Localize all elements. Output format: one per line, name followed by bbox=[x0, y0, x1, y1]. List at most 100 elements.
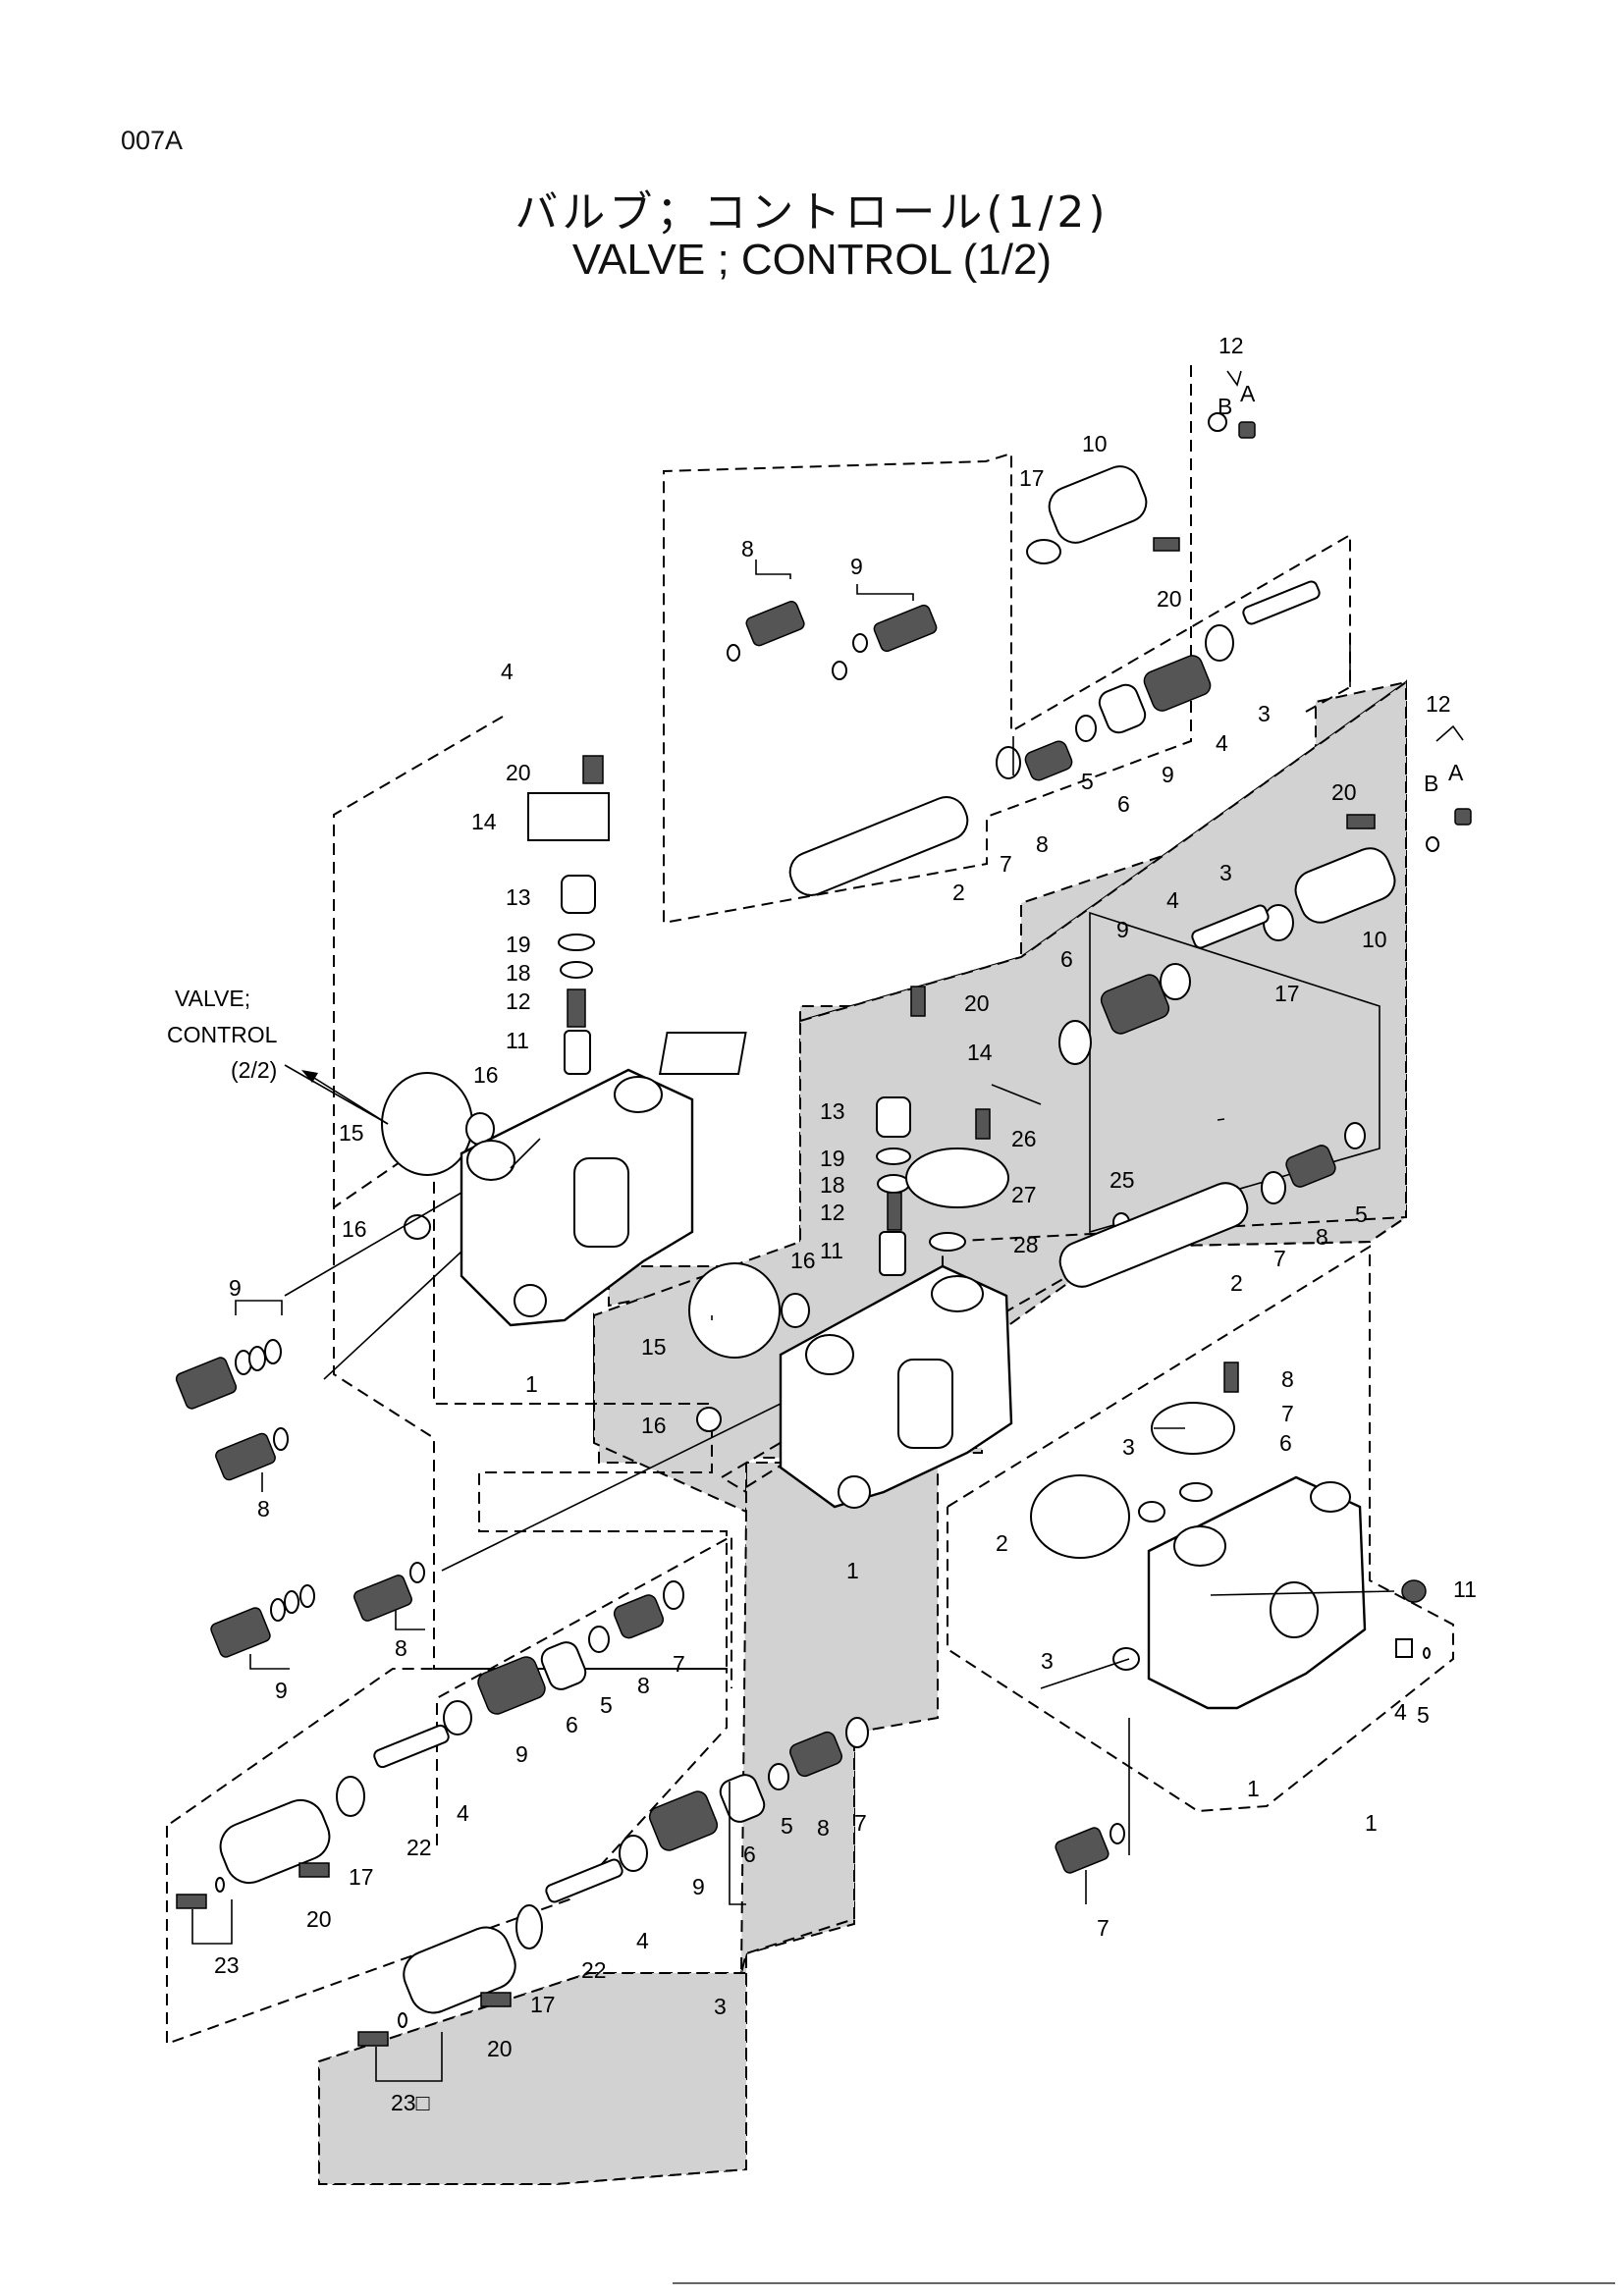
callout-8-top-spring: 8 bbox=[1036, 831, 1049, 857]
plate-4-right bbox=[1395, 1638, 1413, 1658]
callout-3-right-top: 3 bbox=[1122, 1434, 1135, 1460]
callout-8-right-spool: 8 bbox=[1316, 1224, 1328, 1250]
pilot-cap-10-lower-left bbox=[219, 1798, 331, 1885]
callout-4-center-lower: 4 bbox=[636, 1928, 649, 1953]
callout-1-right-group: 1 bbox=[1365, 1810, 1378, 1836]
spring-8-top bbox=[1024, 740, 1073, 781]
o-ring-8-top bbox=[727, 644, 740, 662]
callout-6-top: 6 bbox=[1117, 791, 1130, 817]
callout-3-top: 3 bbox=[1258, 701, 1271, 726]
seat-5-lower-left bbox=[588, 1626, 610, 1653]
callout-28-center: 28 bbox=[1013, 1232, 1039, 1257]
port-1-right bbox=[1173, 1525, 1226, 1567]
callout-8-lower: 8 bbox=[395, 1635, 407, 1661]
callout-5-center-lower: 5 bbox=[781, 1813, 793, 1839]
callout-3-right: 3 bbox=[1219, 860, 1232, 885]
callout-5-right-assembly: 5 bbox=[1417, 1702, 1430, 1728]
callout-19-left: 19 bbox=[506, 932, 531, 957]
valve-body-center bbox=[779, 1264, 1013, 1509]
callout-9-top-spring: 9 bbox=[1162, 762, 1174, 787]
page-title-english: VALVE ; CONTROL (1/2) bbox=[571, 236, 1053, 284]
bolt-8-right bbox=[1223, 1362, 1239, 1393]
o-ring-7-right-lower bbox=[1110, 1823, 1125, 1844]
spring-9-lower-left bbox=[477, 1656, 546, 1715]
dashed-outline-top-center bbox=[663, 365, 1351, 925]
part-group-center-column bbox=[658, 986, 1130, 1432]
callout-17-center-lower: 17 bbox=[530, 1992, 556, 2017]
bolt-3-right bbox=[1191, 904, 1270, 949]
callout-15-left: 15 bbox=[339, 1120, 364, 1146]
piston-11-center bbox=[879, 1231, 906, 1276]
callout-6-right: 6 bbox=[1060, 946, 1073, 972]
callout-7-lower-left: 7 bbox=[673, 1651, 685, 1677]
o-ring-9-left-c bbox=[264, 1339, 282, 1364]
callout-20-center-lower: 20 bbox=[487, 2036, 513, 2061]
o-ring-28-center bbox=[929, 1232, 966, 1252]
callout-12-left: 12 bbox=[506, 988, 531, 1014]
callout-6-lower-left: 6 bbox=[566, 1712, 578, 1737]
callout-20-lower-left: 20 bbox=[306, 1906, 332, 1932]
callout-9-top: 9 bbox=[850, 554, 863, 579]
callout-9-right: 9 bbox=[1116, 917, 1129, 942]
seat-4-lower-left bbox=[443, 1700, 472, 1735]
dashed-outline-right-group bbox=[947, 1245, 1454, 1813]
part-group-top-pilot-cap bbox=[1026, 412, 1256, 564]
stopper-7-lower-left bbox=[663, 1580, 684, 1610]
o-ring-16-center bbox=[696, 1407, 722, 1432]
spool-2-right bbox=[1058, 1182, 1249, 1288]
o-ring-6-right bbox=[1179, 1482, 1213, 1502]
seat-5-top bbox=[1075, 715, 1097, 742]
variant-letter-b-top: B bbox=[1218, 394, 1232, 419]
part-group-center-lower-spool bbox=[357, 1717, 869, 2047]
o-ring-16-left bbox=[404, 1214, 431, 1240]
callout-4-lower-left: 4 bbox=[457, 1800, 469, 1826]
callout-14-left: 14 bbox=[471, 809, 497, 834]
o-ring-19-left bbox=[558, 934, 595, 951]
callout-23-lower-left: 23 bbox=[214, 1952, 240, 1978]
reference-frame bbox=[1089, 911, 1380, 1234]
o-ring-16-center-top bbox=[781, 1293, 810, 1328]
bolt-23-center-lower bbox=[357, 2031, 389, 2047]
callout-16-left: 16 bbox=[342, 1216, 367, 1242]
o-ring-2-right bbox=[1030, 1474, 1130, 1559]
bolt-20-right bbox=[1346, 814, 1376, 829]
callout-8-center-lower: 8 bbox=[817, 1815, 830, 1841]
callout-2-top: 2 bbox=[952, 880, 965, 905]
callout-7-top: 7 bbox=[1000, 851, 1012, 877]
bolt-20-center-lower bbox=[480, 1992, 512, 2007]
callout-5-lower-left: 5 bbox=[600, 1692, 613, 1718]
callout-14-center: 14 bbox=[967, 1040, 993, 1065]
bolt-22-lower-left bbox=[373, 1724, 450, 1769]
callout-11-right-assembly: 11 bbox=[1453, 1576, 1477, 1602]
port-3-right bbox=[1270, 1581, 1319, 1638]
callout-5-top: 5 bbox=[1081, 769, 1094, 794]
callout-7-right-assembly: 7 bbox=[1281, 1401, 1294, 1426]
spring-8-lower-left bbox=[613, 1594, 665, 1639]
seat-4-top bbox=[1205, 624, 1234, 662]
plug-12-right-a bbox=[1454, 808, 1472, 826]
plug-12-top-b bbox=[1208, 412, 1227, 432]
bolt-22-center-lower bbox=[545, 1858, 623, 1903]
o-ring-18-center bbox=[877, 1174, 910, 1194]
callout-9-lower-left: 9 bbox=[515, 1741, 528, 1767]
callout-20-left: 20 bbox=[506, 760, 531, 785]
spring-8-right bbox=[1285, 1145, 1336, 1188]
o-ring-17-top bbox=[1026, 539, 1061, 564]
o-ring-17-right bbox=[1263, 904, 1294, 941]
dashed-outline-upper-left bbox=[333, 716, 728, 1670]
callout-12-right: 12 bbox=[1426, 691, 1451, 717]
relief-8-left bbox=[215, 1432, 276, 1481]
shaded-region-body bbox=[318, 680, 1407, 2185]
variant-letter-b-right: B bbox=[1424, 771, 1438, 796]
callout-5-right-spool: 5 bbox=[1355, 1201, 1368, 1227]
dashed-outline-lower-left bbox=[166, 1668, 728, 2046]
bolt-3-top bbox=[1242, 580, 1321, 625]
stopper-7-top bbox=[996, 746, 1021, 779]
o-ring-15-left bbox=[381, 1072, 473, 1176]
callout-16-center-top: 16 bbox=[790, 1248, 816, 1273]
page-title-japanese: バルブ；コントロール(1/2) bbox=[514, 187, 1110, 238]
retainer-6-right bbox=[1058, 1020, 1092, 1065]
callout-4-right: 4 bbox=[1166, 887, 1179, 913]
